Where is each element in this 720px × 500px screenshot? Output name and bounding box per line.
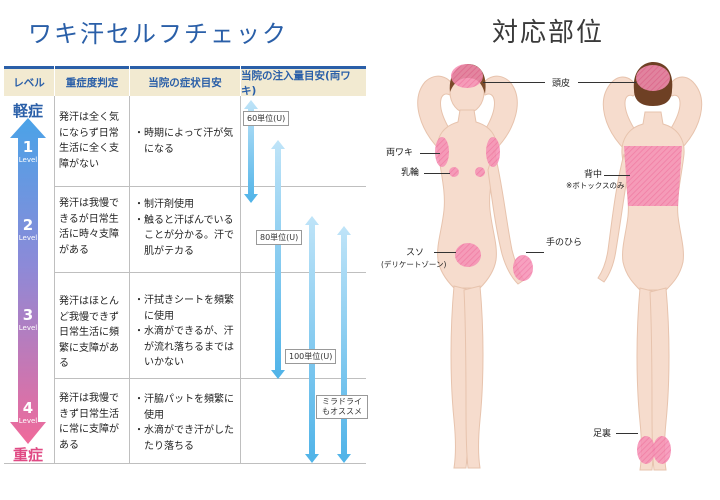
- symptom-item: ・水滴ができ汗がしたたり落ちる: [134, 425, 234, 452]
- symptom-list: ・汗拭きシートを頻繁に使用 ・水滴ができるが、汗が流れ落ちるまではいかない: [134, 293, 236, 371]
- header-symptoms: 当院の症状目安: [130, 66, 240, 96]
- page-title-self-check: ワキ汗セルフチェック: [28, 20, 288, 48]
- symptom-item: ・触ると汗ばんでいることが分かる。汗で肌がテカる: [134, 214, 234, 257]
- symptom-item: ・時期によって汗が気になる: [134, 128, 234, 155]
- level-word: Level: [18, 417, 38, 425]
- header-dosage: 当院の注入量目安(両ワキ): [241, 66, 366, 97]
- label-back: 背中: [584, 170, 603, 180]
- symptom-item: ・制汗剤使用: [134, 199, 194, 210]
- level-number: 1: [22, 138, 34, 156]
- page-title-target-areas: 対応部位: [492, 18, 605, 48]
- front-body-figure: [417, 64, 533, 469]
- severity-text: 発汗は我慢できず日常生活に常に支障がある: [59, 393, 119, 451]
- severity-text: 発汗はほとんど我慢できず日常生活に頻繁に支障がある: [59, 296, 119, 369]
- symptom-item: ・汗脇パットを頻繁に使用: [134, 394, 234, 421]
- label-scalp: 頭皮: [552, 79, 571, 89]
- dosage-100-units: 100単位(U): [285, 349, 337, 364]
- label-nipples: 乳輪: [401, 168, 420, 178]
- level-word: Level: [18, 234, 38, 242]
- severity-text: 発汗は全く気にならず日常生活に全く支障がない: [59, 112, 119, 170]
- miradry-recommendation: ミラドライもオススメ: [316, 395, 368, 419]
- symptom-list: ・汗脇パットを頻繁に使用 ・水滴ができ汗がしたたり落ちる: [134, 392, 236, 454]
- level-number: 2: [22, 216, 34, 234]
- label-groin: スソ: [406, 248, 425, 258]
- label-underarms: 両ワキ: [386, 148, 414, 158]
- label-soles: 足裏: [593, 429, 612, 439]
- dosage-80-units: 80単位(U): [256, 230, 303, 245]
- symptom-item: ・水滴ができるが、汗が流れ落ちるまではいかない: [134, 326, 234, 368]
- body-illustrations: [417, 62, 703, 471]
- symptom-list: ・時期によって汗が気になる: [134, 126, 236, 157]
- level-word: Level: [18, 156, 38, 164]
- level-number: 4: [22, 399, 34, 417]
- severity-text: 発汗は我慢できるが日常生活に時々支障がある: [59, 198, 119, 256]
- header-severity: 重症度判定: [55, 66, 129, 96]
- level-number: 3: [22, 306, 34, 324]
- label-back-note: ※ボトックスのみ: [566, 181, 625, 190]
- label-palms: 手のひら: [546, 238, 583, 248]
- label-groin-note: (デリケートゾーン): [381, 260, 447, 269]
- level-gradient-arrow: [10, 118, 46, 444]
- mild-label: 軽症: [12, 102, 43, 120]
- level-word: Level: [18, 324, 38, 332]
- severe-label: 重症: [12, 446, 43, 464]
- header-level: レベル: [4, 66, 54, 96]
- symptom-item: ・汗拭きシートを頻繁に使用: [134, 295, 234, 322]
- symptom-list: ・制汗剤使用 ・触ると汗ばんでいることが分かる。汗で肌がテカる: [134, 197, 236, 259]
- self-check-table: レベル 重症度判定 当院の症状目安 当院の注入量目安(両ワキ) 軽症 重症 1 …: [4, 66, 368, 464]
- dosage-60-units: 60単位(U): [243, 111, 290, 126]
- back-body-figure: [597, 62, 703, 471]
- dosage-arrows: [244, 100, 351, 463]
